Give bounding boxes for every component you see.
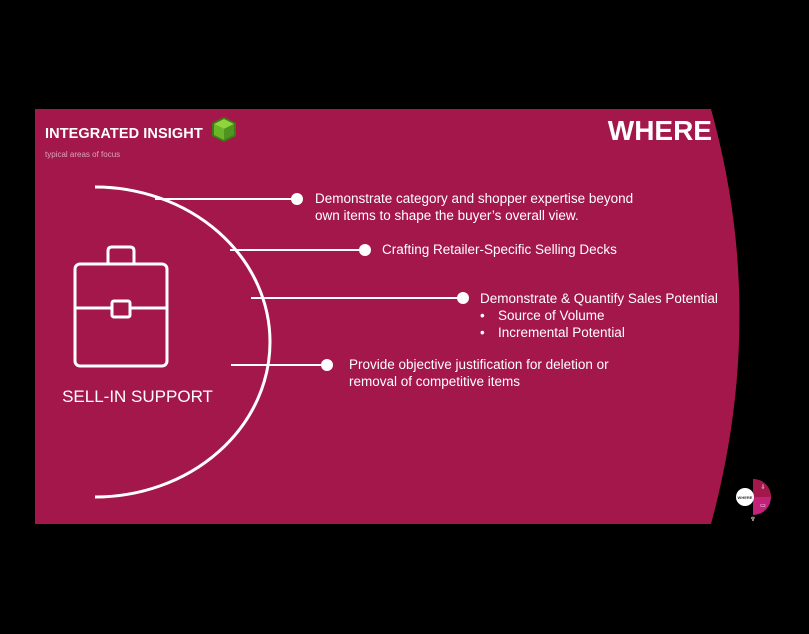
sub-bullet-list: Source of Volume Incremental Potential — [480, 307, 740, 341]
briefcase-icon — [73, 245, 169, 368]
list-item: Demonstrate category and shopper experti… — [315, 190, 655, 224]
brand-subtitle: typical areas of focus — [45, 150, 121, 159]
item-text: Demonstrate category and shopper experti… — [315, 191, 634, 223]
green-cube-icon — [211, 116, 237, 148]
section-label: SELL-IN SUPPORT — [62, 387, 213, 406]
slide-background — [35, 109, 740, 524]
item-text: Demonstrate & Quantify Sales Potential — [480, 291, 718, 306]
list-item: Demonstrate & Quantify Sales Potential S… — [480, 290, 740, 341]
nav-center-label: WHERE — [738, 495, 753, 500]
page-title: WHERE — [607, 115, 712, 146]
slide: INTEGRATED INSIGHT typical areas of focu… — [35, 109, 760, 524]
item-text: Provide objective justification for dele… — [349, 357, 609, 389]
brand-title: INTEGRATED INSIGHT — [45, 125, 203, 142]
briefcase-mini-icon: ▭ — [760, 502, 766, 509]
sub-bullet: Incremental Potential — [480, 324, 740, 341]
list-item: Provide objective justification for dele… — [349, 356, 649, 390]
list-item: Crafting Retailer-Specific Selling Decks — [382, 241, 702, 258]
sub-bullet: Source of Volume — [480, 307, 740, 324]
trophy-icon: ♆ — [750, 516, 755, 523]
item-text: Crafting Retailer-Specific Selling Decks — [382, 242, 617, 257]
section-nav-widget[interactable]: WHERE ⇩ ▭ ♆ — [733, 471, 773, 523]
download-icon: ⇩ — [760, 484, 765, 491]
brand-block: INTEGRATED INSIGHT typical areas of focu… — [45, 116, 237, 159]
